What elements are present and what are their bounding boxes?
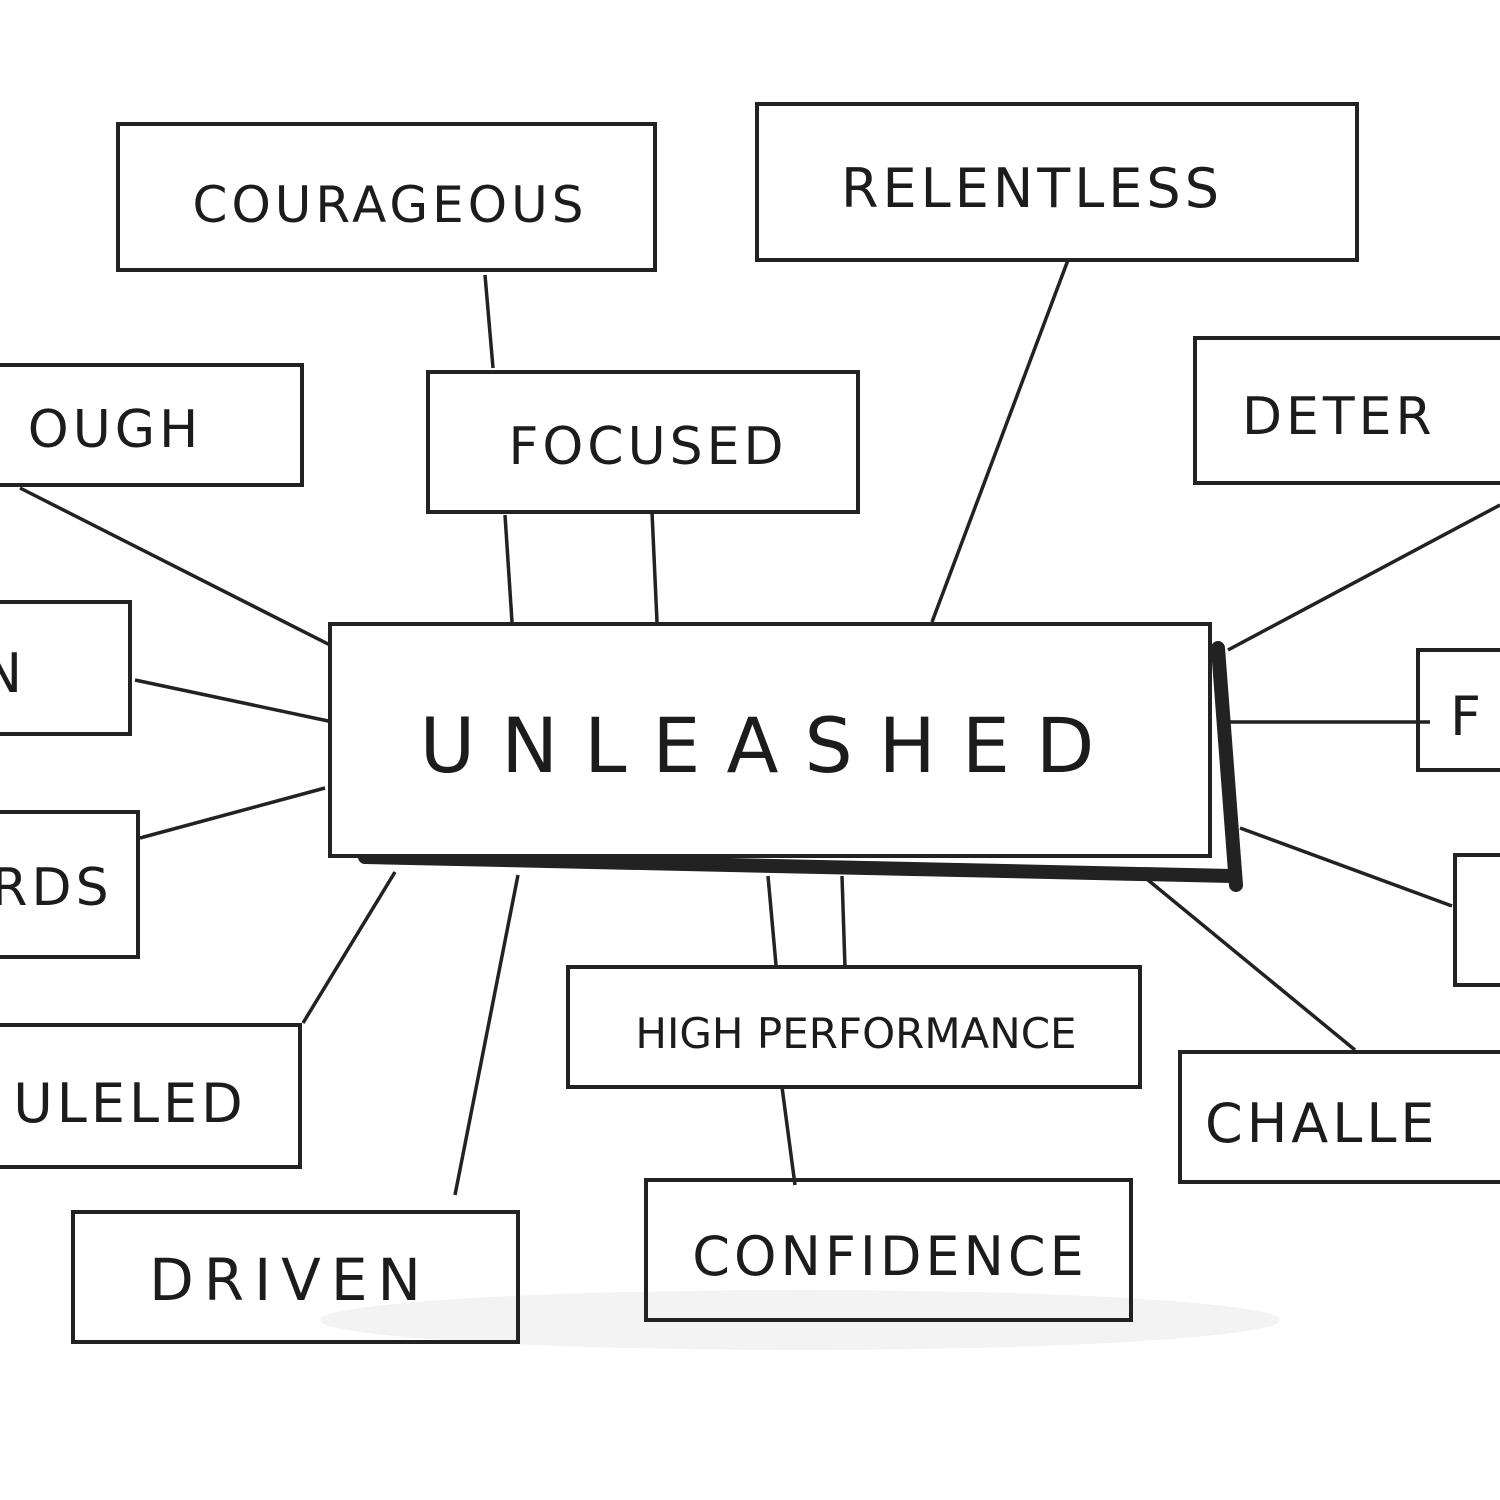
node-determined-label: DETER: [1242, 387, 1436, 447]
node-driven-label: DRIVEN: [149, 1246, 431, 1314]
link-determined-center: [1227, 503, 1500, 652]
node-confidence-label: CONFIDENCE: [692, 1225, 1088, 1288]
node-fueled-label: ULELED: [13, 1072, 247, 1135]
node-right-small: [1453, 853, 1500, 987]
node-courageous-label: COURAGEOUS: [193, 176, 588, 234]
node-determined: DETER: [1193, 336, 1500, 485]
link-driven-center: [453, 874, 520, 1196]
node-confidence: CONFIDENCE: [644, 1178, 1133, 1322]
link-hp-center-b: [840, 875, 847, 969]
link-courageous-focused: [483, 274, 495, 369]
link-tough-center: [19, 486, 331, 647]
link-fueled-center: [301, 871, 397, 1024]
link-hp-center-a: [766, 875, 778, 966]
node-focused: FOCUSED: [426, 370, 860, 514]
node-high-performance-label: HIGH PERFORMANCE: [635, 1009, 1076, 1058]
node-tough-label: OUGH: [28, 400, 202, 460]
central-node-shadow-bottom: [358, 850, 1239, 883]
node-relentless-label: RELENTLESS: [841, 157, 1223, 220]
link-right-small-center: [1239, 826, 1453, 908]
node-challenge: CHALLE: [1178, 1050, 1500, 1184]
node-challenge-label: CHALLE: [1205, 1092, 1439, 1155]
central-node-label: UNLEASHED: [420, 701, 1121, 790]
link-challenge-center: [1146, 878, 1357, 1052]
node-left-n-label: N: [0, 642, 26, 705]
node-high-performance: HIGH PERFORMANCE: [566, 965, 1142, 1089]
central-node-shadow-right: [1211, 641, 1243, 892]
node-tough: OUGH: [0, 363, 304, 487]
link-left-n-center: [134, 678, 334, 724]
link-focused-center-b: [650, 511, 659, 623]
node-rewards-label: RDS: [0, 858, 113, 918]
node-rewards: RDS: [0, 810, 140, 959]
central-node-box: [328, 622, 1212, 858]
link-focused-center-a: [503, 514, 514, 623]
node-right-f-label: F: [1450, 685, 1485, 748]
node-courageous: COURAGEOUS: [116, 122, 657, 272]
connectors: [19, 259, 1500, 1196]
node-right-f: F: [1416, 648, 1500, 772]
node-driven: DRIVEN: [71, 1210, 520, 1344]
central-node: UNLEASHED: [328, 622, 1243, 892]
node-left-n: N: [0, 600, 132, 736]
node-focused-label: FOCUSED: [508, 417, 787, 477]
node-fueled: ULELED: [0, 1023, 302, 1169]
link-rewards-center: [139, 786, 326, 840]
node-relentless: RELENTLESS: [755, 102, 1359, 262]
link-relentless-center: [930, 259, 1070, 623]
link-hp-confidence: [780, 1086, 797, 1186]
